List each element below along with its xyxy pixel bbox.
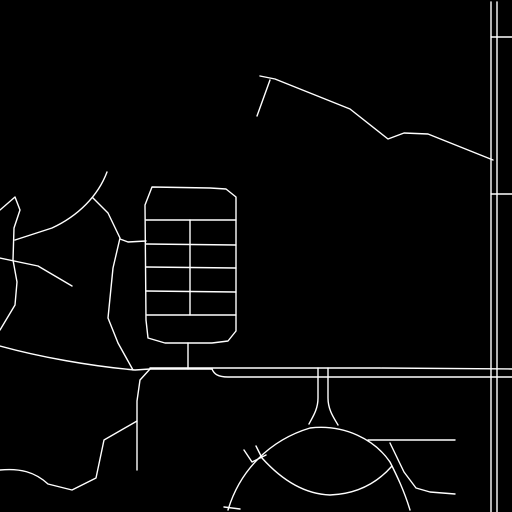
- south-loop-west-stub: [243, 449, 267, 463]
- main-road-east: [211, 368, 512, 378]
- south-connector-road: [308, 367, 319, 425]
- south-loop-sw-stub: [223, 506, 241, 510]
- grid-connector-west: [119, 238, 147, 243]
- south-east-road: [389, 442, 456, 495]
- grid-block-outline: [144, 186, 237, 344]
- west-side-street: [0, 257, 73, 287]
- grid-street-3: [145, 266, 237, 269]
- grid-street-2: [145, 243, 237, 246]
- northeast-road: [259, 75, 494, 161]
- west-branch-road: [92, 197, 134, 371]
- west-curve-road: [14, 171, 108, 241]
- northeast-spur: [256, 79, 271, 117]
- southwest-road: [136, 368, 151, 471]
- south-loop-road: [227, 426, 411, 511]
- south-connector-road-2: [327, 367, 339, 426]
- west-local-road: [0, 196, 21, 331]
- south-inner-loop: [255, 445, 393, 496]
- grid-street-4: [145, 290, 237, 293]
- southwest-winding-road: [0, 420, 138, 491]
- main-road-west: [0, 345, 213, 371]
